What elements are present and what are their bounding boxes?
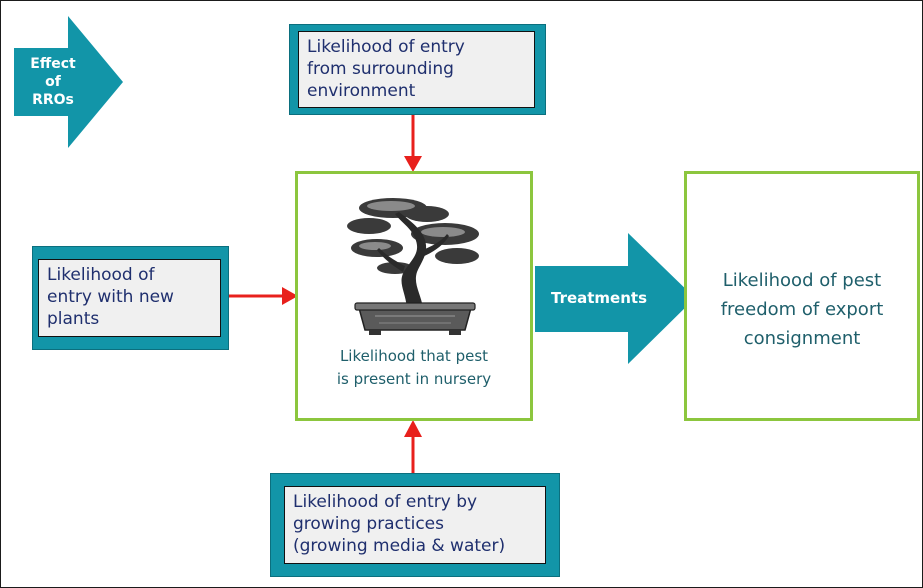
center-box: Likelihood that pest is present in nurse… [295, 171, 533, 421]
bonsai-tree-icon [347, 198, 479, 335]
arrow-left-to-center [228, 287, 298, 305]
treatments-arrow [535, 233, 695, 364]
rro-arrow-label: Effect of RROs [30, 56, 76, 108]
bottom-box-frame: Likelihood of entry by growing practices… [270, 473, 560, 577]
top-box-frame: Likelihood of entry from surrounding env… [289, 24, 546, 115]
top-box: Likelihood of entry from surrounding env… [298, 31, 535, 108]
right-box-label: Likelihood of pest freedom of export con… [720, 270, 884, 349]
bottom-box: Likelihood of entry by growing practices… [284, 486, 546, 564]
left-box: Likelihood of entry with new plants [38, 259, 221, 337]
left-box-frame: Likelihood of entry with new plants [32, 246, 229, 350]
rro-arrow [14, 16, 123, 148]
treatments-arrow-label: Treatments [550, 289, 648, 307]
center-box-label: Likelihood that pest is present in nurse… [336, 347, 492, 388]
right-box: Likelihood of pest freedom of export con… [684, 171, 920, 421]
arrow-top-to-center [404, 111, 422, 172]
arrow-bottom-to-center [404, 420, 422, 473]
